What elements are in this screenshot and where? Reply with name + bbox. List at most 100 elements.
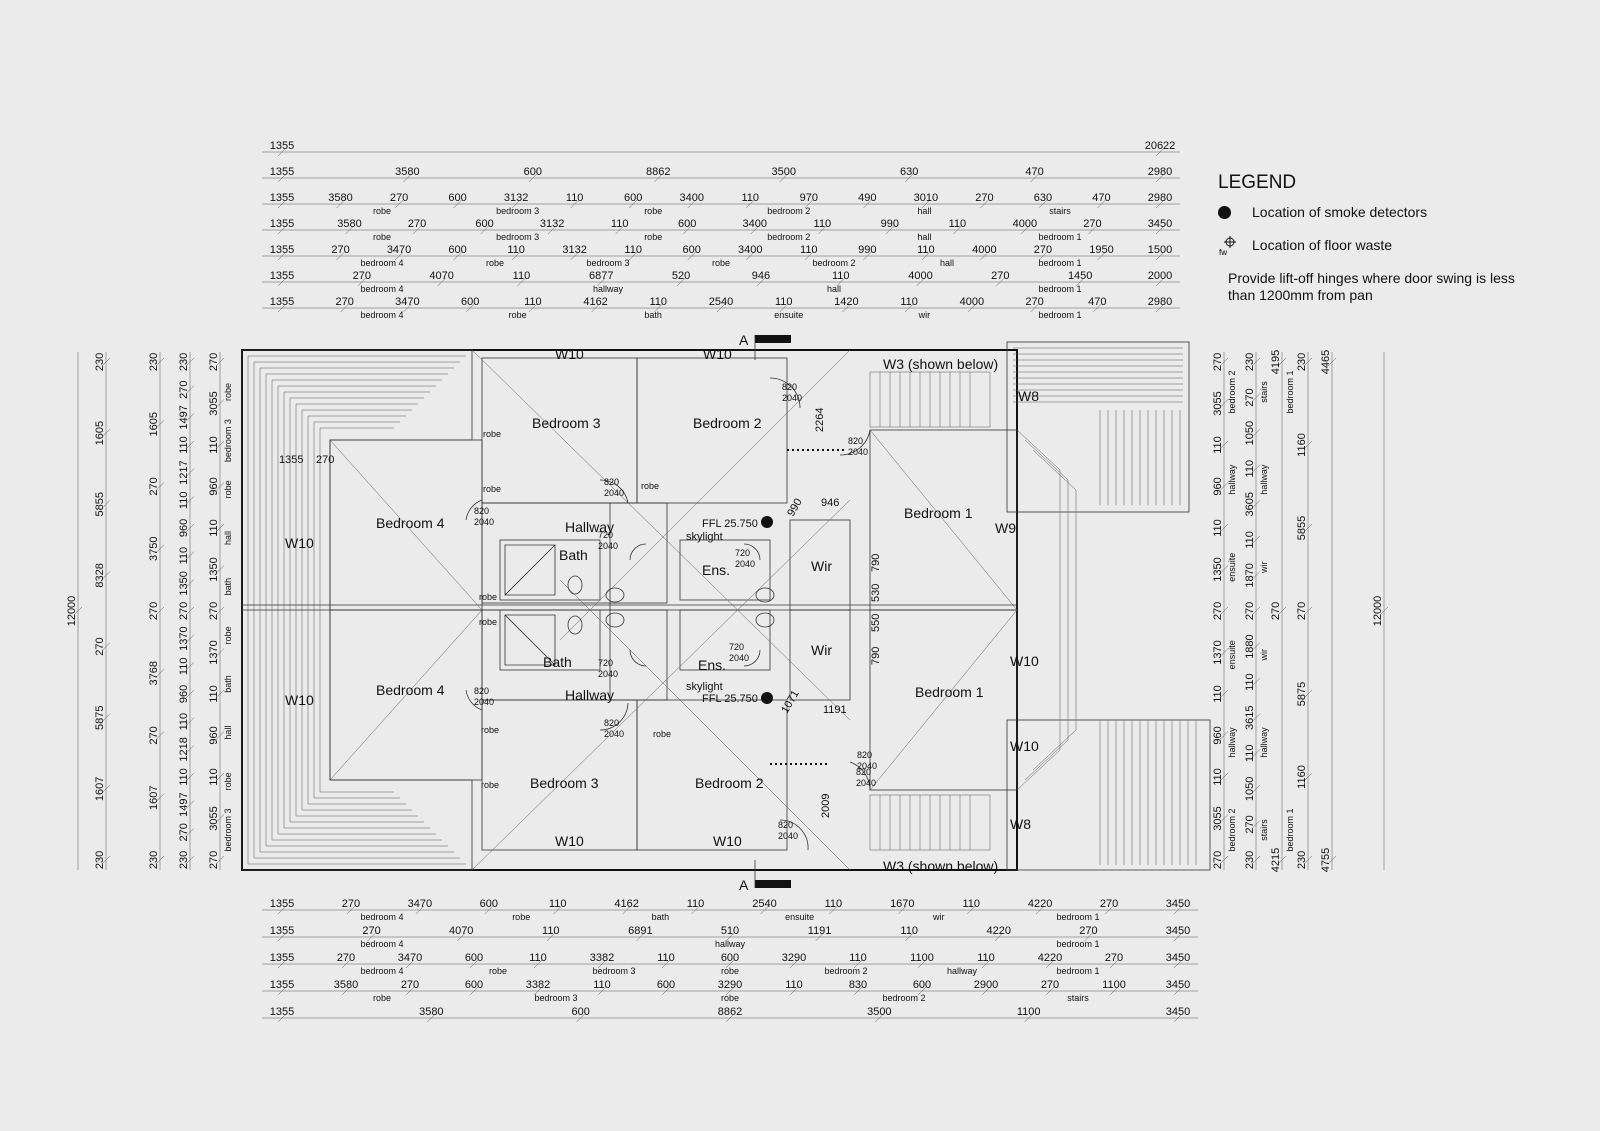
dimension-tick: [215, 606, 225, 616]
dimension-room-label: bedroom 3: [496, 206, 539, 216]
dimension-value: 230: [1296, 353, 1308, 371]
dimension-room-label: wir: [1259, 649, 1269, 662]
dimension-room-label: hallway: [1227, 464, 1237, 495]
dimension-tick: [570, 199, 579, 209]
dimension-value: 3768: [148, 661, 160, 685]
dimension-room-label: robe: [721, 993, 739, 1003]
dimension-value: 1100: [1017, 1006, 1041, 1018]
dimension-room-label: bedroom 2: [767, 206, 810, 216]
dimension-tick: [215, 357, 225, 367]
dimension-tick: [1155, 225, 1165, 235]
dimension-tick: [1030, 303, 1039, 313]
dimension-value: 110: [687, 898, 705, 910]
dimension-tick: [336, 251, 345, 261]
dimension-tick: [1219, 357, 1229, 367]
dimension-room-label: bedroom 1: [1056, 912, 1099, 922]
dimension-room-label: robe: [223, 626, 233, 644]
dimension-value: 1355: [270, 898, 294, 910]
dimension-tick: [853, 986, 863, 996]
dimension-value: 3470: [408, 898, 432, 910]
dimension-room-label: wir: [918, 310, 931, 320]
dimension-value: 3382: [526, 979, 550, 991]
dimension-value: 3580: [395, 166, 419, 178]
dimension-tick: [967, 905, 976, 915]
dimension-tick: [1251, 464, 1261, 473]
dimension-value: 4220: [987, 925, 1011, 937]
dimension-value: 1497: [178, 405, 190, 429]
dimension-tick: [804, 199, 813, 209]
dimension-room-label: bedroom 2: [824, 966, 867, 976]
dimension-value: 270: [148, 477, 160, 495]
dimension-value: 270: [1244, 602, 1256, 620]
dimension-value: 4465: [1320, 350, 1332, 374]
dimension-value: 12000: [66, 596, 78, 627]
dimension-value: 2000: [1148, 270, 1172, 282]
dimension-tick: [980, 251, 989, 261]
dimension-tick: [1155, 199, 1165, 209]
dimension-value: 1355: [270, 296, 294, 308]
dimension-tick: [101, 642, 111, 651]
dimension-value: 3580: [334, 979, 358, 991]
dimension-room-label: bedroom 2: [812, 258, 855, 268]
dimension-value: 1607: [148, 786, 160, 810]
window-label: W10: [555, 833, 584, 849]
dimension-room-label: hallway: [1259, 727, 1269, 758]
dimension-tick: [1219, 399, 1229, 408]
dimension-value: 1050: [1244, 777, 1256, 801]
window-label: W8: [1018, 388, 1039, 404]
dimension-value: 3450: [1166, 979, 1190, 991]
dimension-value: 270: [1212, 851, 1224, 869]
dimension-value: 270: [1025, 296, 1043, 308]
dimension-value: 1355: [270, 979, 294, 991]
dimension-tick: [1327, 855, 1337, 865]
dimension-tick: [215, 689, 225, 699]
dimension-value: 1350: [178, 571, 190, 595]
dimension-tick: [1251, 571, 1261, 580]
dimension-tick: [457, 932, 466, 942]
dimension-tick: [1045, 986, 1055, 996]
dimension-tick: [553, 905, 562, 915]
robe-label: robe: [653, 729, 671, 739]
dimension-tick: [185, 523, 195, 533]
dimension-value: 3450: [1166, 1006, 1190, 1018]
dimension-value: 3500: [867, 1006, 891, 1018]
dimension-tick: [756, 277, 766, 287]
dimension-tick: [818, 225, 827, 235]
dimension-value: 270: [148, 602, 160, 620]
inner-dim: 1071: [779, 688, 802, 715]
dimension-value: 3400: [743, 218, 767, 230]
dimension-tick: [155, 793, 165, 802]
dimension-tick: [1035, 905, 1045, 915]
dimension-tick: [185, 440, 195, 450]
dimension-tick: [277, 251, 287, 261]
inner-dim: 1355: [279, 454, 303, 466]
dimension-value: 110: [977, 952, 995, 964]
smoke-detector-dot: [761, 692, 773, 704]
dimension-room-label: robe: [512, 912, 530, 922]
dimension-value: 12000: [1372, 596, 1384, 627]
dimension-value: 600: [475, 218, 493, 230]
room-label: Bedroom 3: [532, 415, 601, 431]
dimension-value: 270: [1083, 218, 1101, 230]
dimension-tick: [1173, 1013, 1183, 1023]
dimension-room-label: stairs: [1067, 993, 1089, 1003]
ffl-label: FFL 25.750: [702, 518, 758, 530]
dimension-tick: [1303, 772, 1313, 782]
dimension-tick: [597, 959, 607, 969]
dimension-tick: [779, 173, 788, 183]
robe-label: robe: [481, 780, 499, 790]
dimension-tick: [863, 199, 872, 209]
dimension-tick: [615, 225, 624, 235]
window-label: W8: [1010, 816, 1031, 832]
dimension-value: 110: [814, 218, 832, 230]
dimension-value: 3055: [1212, 806, 1224, 830]
window-label: W10: [1010, 738, 1039, 754]
room-label: Ens.: [698, 657, 726, 673]
dimension-room-label: bath: [223, 675, 233, 693]
dimension-value: 1355: [270, 270, 294, 282]
dimension-tick: [1097, 251, 1106, 261]
dimension-value: 1217: [178, 460, 190, 484]
